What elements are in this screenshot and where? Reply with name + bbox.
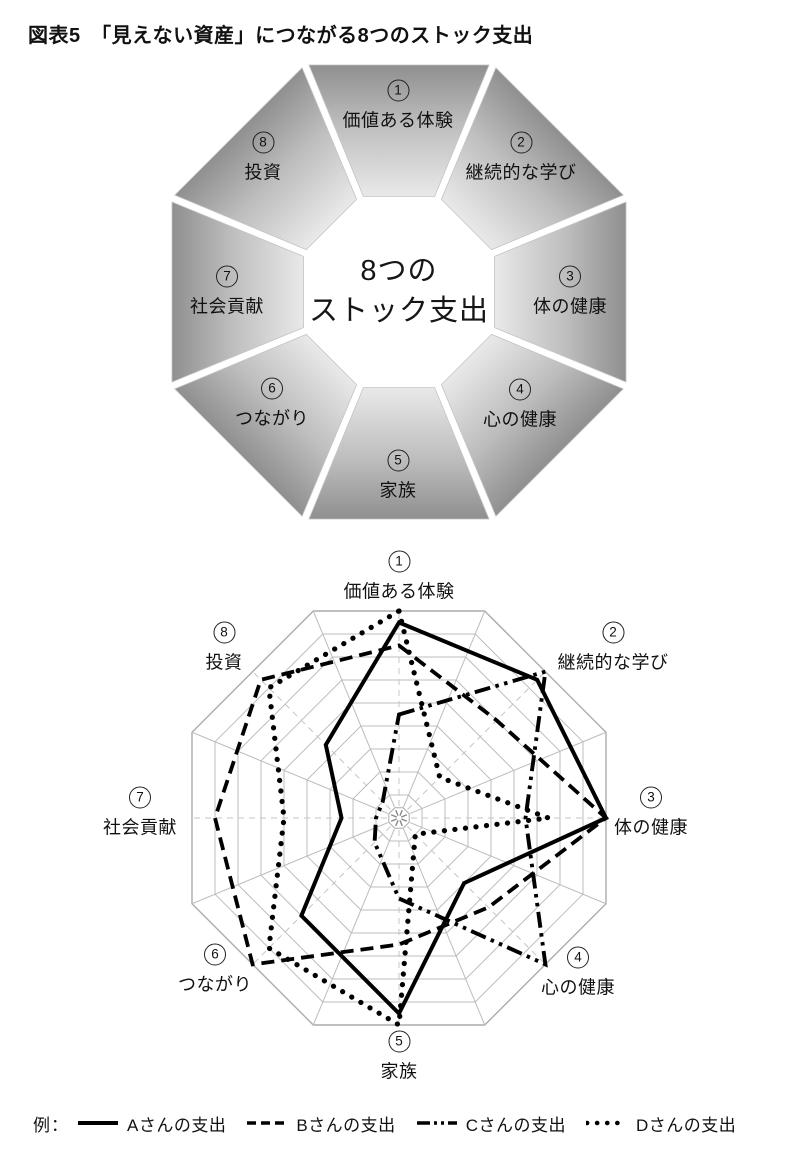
- radar-axis-label-4: 4 心の健康: [541, 946, 615, 1000]
- octagon-label-3: 3 体の健康: [533, 265, 607, 319]
- octagon-label-text: 継続的な学び: [465, 162, 577, 183]
- radar-series-Bさんの支出: [213, 643, 609, 967]
- solid-line-sample-icon: [78, 1121, 118, 1125]
- legend-item-Cさんの支出: Cさんの支出: [416, 1111, 566, 1136]
- radar-axis-label-text: 体の健康: [614, 817, 688, 838]
- circled-number-icon: 5: [387, 449, 409, 472]
- circled-number-icon: 3: [640, 786, 662, 809]
- legend-label: Dさんの支出: [635, 1115, 737, 1135]
- octagon-label-text: 心の健康: [483, 409, 557, 430]
- octagon-segment-6: [174, 333, 358, 517]
- octagon-label-7: 7 社会貢献: [190, 265, 264, 319]
- radar-axis-label-7: 7 社会貢献: [103, 786, 177, 840]
- octagon-label-text: 価値ある体験: [342, 110, 454, 131]
- legend-item-Aさんの支出: Aさんの支出: [77, 1111, 226, 1136]
- circled-number-icon: 2: [602, 621, 624, 644]
- octagon-label-4: 4 心の健康: [483, 378, 557, 432]
- radar-axis-label-5: 5 家族: [380, 1030, 418, 1084]
- radar-axis-label-2: 2 継続的な学び: [557, 621, 669, 675]
- radar-series-Dさんの支出: [266, 608, 552, 1028]
- radar-axis-label-text: 投資: [205, 652, 243, 673]
- octagon-segment-7: [171, 201, 304, 383]
- octagon-label-text: 体の健康: [533, 296, 607, 317]
- octagon-label-8: 8 投資: [244, 131, 282, 185]
- octagon-segment-4: [440, 333, 624, 517]
- octagon-segment-1: [308, 64, 490, 197]
- radar-chart: [191, 608, 609, 1028]
- radar-axis-label-text: つながり: [178, 974, 252, 995]
- octagon-label-1: 1 価値ある体験: [342, 79, 454, 133]
- legend-label: Cさんの支出: [465, 1115, 566, 1135]
- radar-axis-label-3: 3 体の健康: [614, 786, 688, 840]
- legend-item-Dさんの支出: Dさんの支出: [585, 1111, 737, 1136]
- radar-axis-label-1: 1 価値ある体験: [343, 550, 455, 604]
- legend-label: Aさんの支出: [127, 1115, 227, 1135]
- circled-number-icon: 4: [567, 946, 589, 969]
- page-title: 図表5 「見えない資産」につながる8つのストック支出: [28, 25, 534, 47]
- radar-grid: [191, 610, 607, 1026]
- octagon-center-text: 8つの ストック支出: [309, 251, 489, 331]
- circled-number-icon: 5: [388, 1030, 410, 1053]
- radar-axis-label-text: 心の健康: [541, 977, 615, 998]
- legend-item-Bさんの支出: Bさんの支出: [246, 1111, 395, 1136]
- octagon-segment-3: [494, 201, 627, 383]
- circled-number-icon: 8: [252, 131, 274, 154]
- legend-prefix: 例：: [33, 1115, 69, 1135]
- dash-dot-dot-line-sample-icon: [416, 1121, 457, 1125]
- octagon-label-6: 6 つながり: [235, 377, 309, 431]
- radar-axis-label-8: 8 投資: [205, 621, 243, 675]
- octagon-label-text: 社会貢献: [190, 296, 264, 317]
- circled-number-icon: 4: [509, 378, 531, 401]
- radar-series-Aさんの支出: [299, 619, 609, 1017]
- dashed-line-sample-icon: [247, 1121, 288, 1125]
- legend-label: Bさんの支出: [296, 1115, 396, 1135]
- radar-axis-label-6: 6 つながり: [178, 943, 252, 997]
- octagon-label-5: 5 家族: [379, 449, 417, 503]
- octagon-center-line2: ストック支出: [308, 295, 490, 327]
- legend: 例： Aさんの支出 Bさんの支出 Cさんの支出 Dさんの支出: [33, 1106, 736, 1140]
- radar-axis-label-text: 家族: [380, 1061, 418, 1082]
- octagon-label-2: 2 継続的な学び: [465, 131, 577, 185]
- octagon-segment-2: [440, 67, 624, 251]
- circled-number-icon: 2: [510, 131, 532, 154]
- radar-axis-label-text: 社会貢献: [103, 817, 177, 838]
- dotted-line-sample-icon: [585, 1120, 628, 1126]
- octagon-segment-8: [174, 67, 358, 251]
- circled-number-icon: 8: [213, 621, 235, 644]
- octagon-center-line1: 8つの: [360, 255, 438, 287]
- circled-number-icon: 1: [387, 79, 409, 102]
- circled-number-icon: 3: [559, 265, 581, 288]
- circled-number-icon: 6: [261, 377, 283, 400]
- octagon-label-text: 投資: [244, 162, 282, 183]
- circled-number-icon: 1: [388, 550, 410, 573]
- radar-axis-label-text: 価値ある体験: [343, 581, 455, 602]
- radar-series-Cさんの支出: [372, 668, 548, 968]
- octagon-label-text: 家族: [379, 480, 417, 501]
- circled-number-icon: 6: [204, 943, 226, 966]
- radar-axis-label-text: 継続的な学び: [557, 652, 669, 673]
- circled-number-icon: 7: [129, 786, 151, 809]
- octagon-label-text: つながり: [235, 408, 309, 429]
- circled-number-icon: 7: [216, 265, 238, 288]
